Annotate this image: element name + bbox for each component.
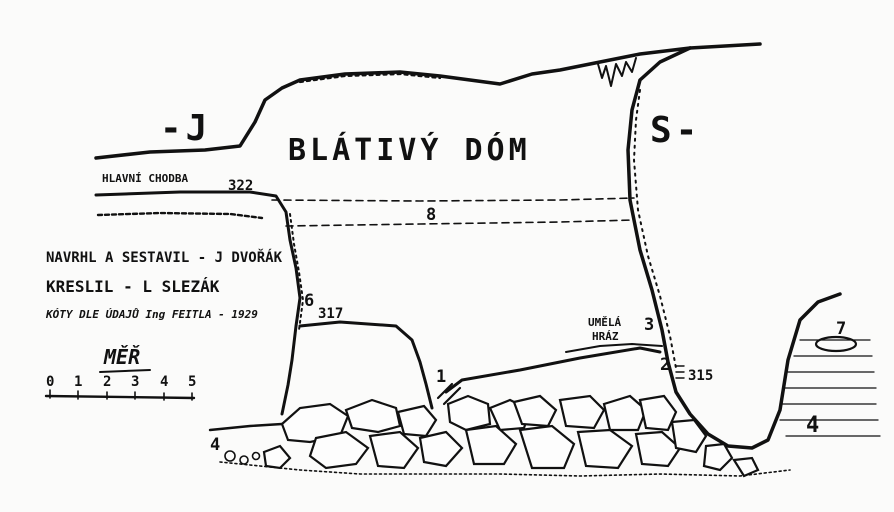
orientation-south-label: -J [160,108,211,149]
elevation-322: 322 [228,178,253,194]
dam-label-line2: HRÁZ [592,330,619,343]
level-line-lower [285,219,635,227]
scale-bar-line [44,394,196,400]
ceiling-hatching [298,72,442,84]
scale-bar-ticks [49,389,193,401]
elevation-317: 317 [318,306,343,322]
main-passage-label: HLAVNÍ CHODBA [102,172,188,185]
left-pebbles [224,450,261,465]
elevation-315: 315 [688,368,713,384]
scale-tick-2: 2 [103,374,111,390]
platform-crack [436,382,462,406]
boulder-floor [262,394,760,478]
marker-2: 2 [660,355,670,375]
left-cliff-outline [94,190,302,416]
scale-tick-1: 1 [74,374,82,390]
marker-7: 7 [836,319,846,339]
marker-6: 6 [304,291,314,311]
marker-8: 8 [426,205,436,225]
left-cliff-hatching [289,213,304,331]
hall-title: BLÁTIVÝ DÓM [288,131,531,168]
marker-4-right: 4 [806,413,819,438]
marker-1: 1 [436,367,446,387]
scale-tick-3: 3 [131,374,139,390]
dam-ticks [675,365,685,379]
orientation-north-label: S- [650,110,701,151]
left-floor-line [208,422,284,432]
rock-block-317 [298,320,434,410]
scale-tick-0: 0 [46,374,54,390]
scale-title: MĚŘ [103,345,140,369]
right-wall-hatching [633,89,677,369]
rock-platform [444,346,662,394]
right-wall-outline [626,46,842,450]
dam-label-line1: UMĚLÁ [588,316,621,329]
scale-tick-labels: 0 1 2 3 4 5 [46,374,196,390]
scale-tick-5: 5 [188,374,196,390]
credits-line2: KRESLIL - L SLEZÁK [46,277,220,296]
scale-tick-4: 4 [160,374,168,390]
floor-gravel [219,461,791,477]
credits-line1: NAVRHL A SESTAVIL - J DVOŘÁK [46,248,283,266]
upper-level-dotted [96,211,264,220]
credits-line3: KÓTY DLE ÚDAJŮ Ing FEITLA - 1929 [45,308,258,321]
artificial-dam-line [565,343,663,353]
stalactites [597,57,637,87]
lake-water-hatching [779,339,881,437]
scale-title-underline [99,369,151,373]
marker-3: 3 [644,315,654,335]
island-7 [814,335,858,353]
cave-ceiling-outline [94,42,762,160]
marker-4-left: 4 [210,435,220,455]
level-line-upper [271,197,635,202]
